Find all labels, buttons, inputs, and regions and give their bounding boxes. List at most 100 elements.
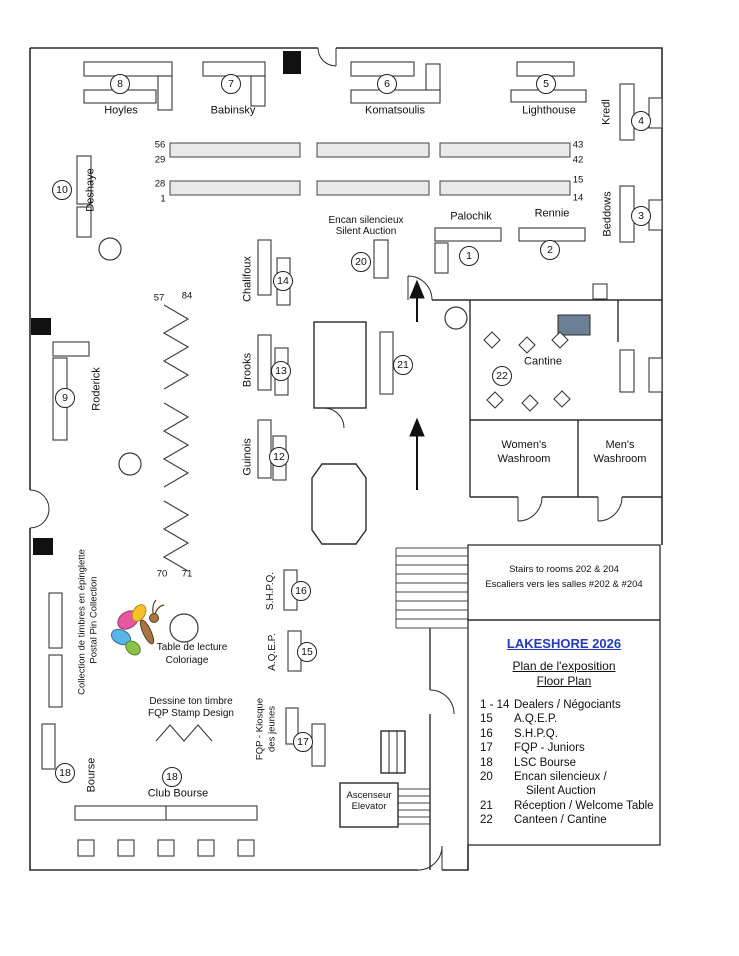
label-silent-auction-fr: Encan silencieux [328,215,404,226]
label-fqp-line2: des jeunes [266,706,278,752]
pillar-circle [98,237,122,261]
booth-beddows-number: 3 [631,206,651,226]
reception-number: 21 [393,355,413,375]
booth-guinois-number: 12 [269,447,289,467]
label-babinsky: Babinsky [210,104,256,117]
babinsky-tables [202,61,266,107]
elevator-shaft [311,463,367,545]
legend-item-silent-auction-en: Silent Auction [526,785,596,798]
lighthouse-tables [510,61,587,103]
pillar-circle [118,452,142,476]
booth-rennie-number: 2 [540,240,560,260]
booth-aqep-number: 15 [297,642,317,662]
cantine-number: 22 [492,366,512,386]
label-bourse: Bourse [85,757,98,793]
palochik-tables [434,227,502,274]
central-stairwell [313,321,367,409]
legend-box [467,619,661,846]
legend-subtitle-en: Floor Plan [536,674,592,688]
club-bourse-tables [74,805,258,821]
label-reading-table: Table de lecture [156,642,228,653]
label-guinois: Guinois [241,438,254,476]
frame-number-84: 84 [181,290,193,302]
stair-treads [395,547,468,825]
frame-number-15: 15 [572,174,584,186]
label-kredl: Kredl [600,99,613,125]
dealer-tables [41,61,663,857]
up-arrow-icon [409,417,425,490]
label-hoyles: Hoyles [104,104,138,117]
label-rennie: Rennie [534,207,570,220]
legend-panel: LAKESHORE 2026 Plan de l'exposition Floo… [468,620,660,828]
legend-title: LAKESHORE 2026 [506,636,622,651]
butterfly-icon [110,599,165,656]
frame-number-42: 42 [572,154,584,166]
up-arrow-icon [409,279,425,322]
frame-number-14: 14 [572,192,584,204]
service-stair-ladder [380,730,406,774]
door-arcs [29,47,623,871]
label-deshaye: Deshaye [84,168,97,212]
booth-deshaye-number: 10 [52,180,72,200]
frame-number-71: 71 [181,568,193,580]
silent-auction-number: 20 [351,252,371,272]
label-palochik: Palochik [450,210,492,223]
booth-chalifoux-number: 14 [273,271,293,291]
cantine-tables [619,349,663,393]
frame-number-1: 1 [160,193,166,205]
building-core [311,321,406,828]
label-lighthouse: Lighthouse [522,104,576,117]
label-chalifoux: Chalifoux [241,256,254,302]
label-beddows: Beddows [601,191,614,237]
frame-number-56: 56 [154,139,166,151]
beddows-tables [619,185,663,243]
booth-roderick-number: 9 [55,388,75,408]
booth-brooks-number: 13 [271,361,291,381]
label-club-bourse: Club Bourse [147,787,209,800]
fqp-tables [285,707,326,767]
frame-number-28: 28 [154,178,166,190]
label-coloriage: Coloriage [165,655,209,666]
reading-table-circle [169,613,199,643]
rennie-tables [518,227,586,242]
deshaye-tables [76,155,92,238]
booth-fqp-number: 17 [293,732,313,752]
brooks-tables [257,334,289,396]
label-aqep: A.Q.E.P. [267,633,278,671]
cantine-pass-through [592,283,608,300]
silent-auction-table [373,239,389,279]
label-pin-collection-fr: Collection de timbres en épinglette [76,549,88,695]
pillar-circle [444,306,468,330]
outer-walls [29,47,663,871]
left-door-block-lower [33,538,53,555]
left-wall-tables [41,592,63,770]
stamp-design-zigzag [155,724,213,742]
top-door-block [283,51,301,74]
label-komatsoulis: Komatsoulis [365,104,425,117]
womens-washroom-label: Women's Washroom [497,439,551,465]
frame-number-70: 70 [156,568,168,580]
booth-palochik-number: 1 [459,246,479,266]
left-door-block-upper [31,318,51,335]
cantine-diamond-tables [483,331,571,412]
label-silent-auction-en: Silent Auction [335,226,397,237]
elevator-label: Ascenseur Elevator [346,790,392,812]
elevator-box [339,782,399,828]
label-brooks: Brooks [241,352,254,388]
black-door-blocks [31,51,301,555]
frame-number-29: 29 [154,154,166,166]
label-fqp-line1: FQP - Kiosque [254,697,266,761]
booth-lighthouse-number: 5 [536,74,556,94]
kredl-tables [619,83,663,141]
frame-number-43: 43 [572,139,584,151]
label-roderick: Roderick [90,367,103,411]
